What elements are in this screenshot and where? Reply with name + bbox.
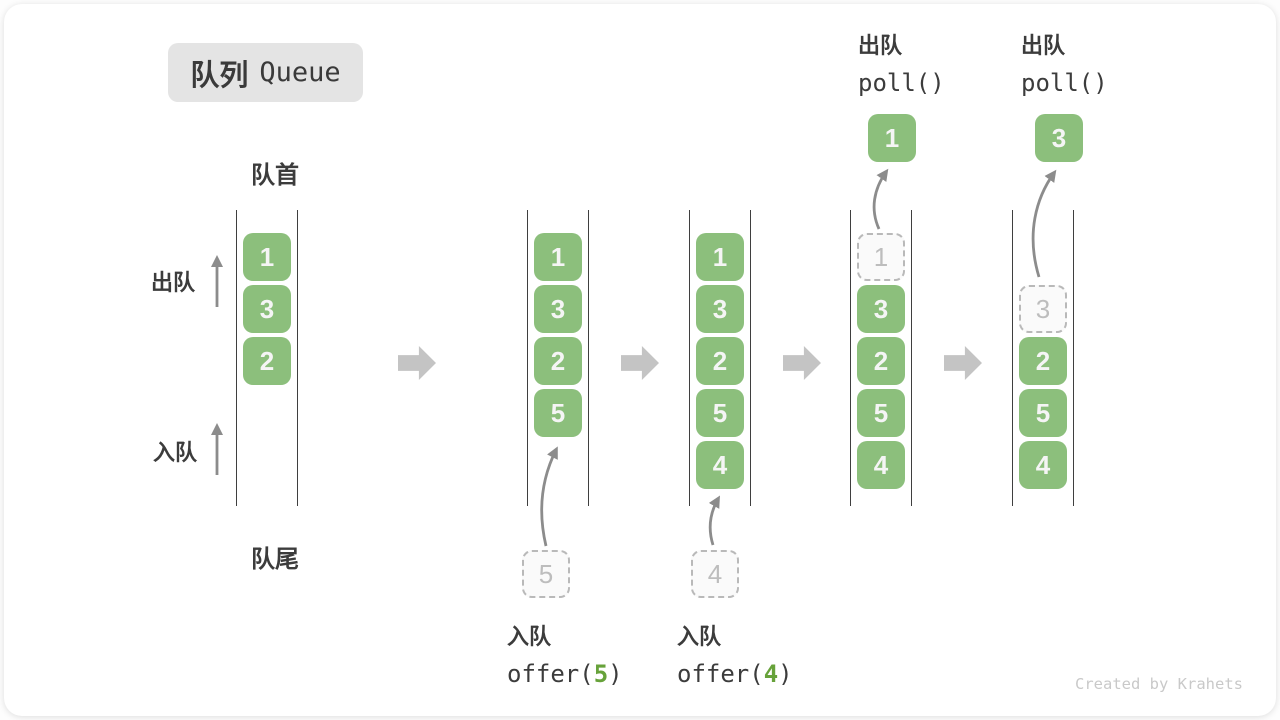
queue-item: 3 xyxy=(243,285,291,333)
queue-item: 1 xyxy=(243,233,291,281)
incoming-item: 4 xyxy=(691,550,739,598)
operation-code: offer(4) xyxy=(677,660,793,688)
incoming-item: 5 xyxy=(522,550,570,598)
title-badge: 队列 Queue xyxy=(168,43,363,102)
queue-item: 4 xyxy=(1019,441,1067,489)
queue-item: 1 xyxy=(696,233,744,281)
title-zh: 队列 xyxy=(190,59,249,92)
popped-item: 3 xyxy=(1035,114,1083,162)
operation-label: 出队 xyxy=(1021,33,1066,58)
code-arg: 4 xyxy=(763,660,779,688)
label-dequeue-side: 出队 xyxy=(151,270,196,295)
operation-code: poll() xyxy=(858,69,945,97)
code-text: offer( xyxy=(677,660,764,688)
queue-item: 1 xyxy=(534,233,582,281)
label-enqueue-side: 入队 xyxy=(153,440,198,465)
queue-item: 4 xyxy=(857,441,905,489)
queue-state-1: 1 3 2 xyxy=(236,210,298,506)
queue-item: 5 xyxy=(857,389,905,437)
queue-item: 5 xyxy=(1019,389,1067,437)
queue-item: 2 xyxy=(857,337,905,385)
queue-item: 5 xyxy=(534,389,582,437)
code-text: ) xyxy=(608,660,623,688)
operation-label: 出队 xyxy=(858,33,903,58)
code-text: ) xyxy=(778,660,793,688)
operation-code: poll() xyxy=(1021,69,1108,97)
removed-item: 1 xyxy=(857,233,905,281)
watermark: Created by Krahets xyxy=(1075,675,1243,693)
queue-item: 2 xyxy=(696,337,744,385)
queue-item: 3 xyxy=(696,285,744,333)
queue-item: 5 xyxy=(696,389,744,437)
code-arg: 5 xyxy=(593,660,609,688)
queue-item: 3 xyxy=(857,285,905,333)
label-queue-rear: 队尾 xyxy=(251,546,299,573)
queue-item: 3 xyxy=(534,285,582,333)
operation-label: 入队 xyxy=(677,624,722,649)
code-text: offer( xyxy=(507,660,594,688)
queue-state-4: 1 3 2 5 4 xyxy=(850,210,912,506)
operation-dequeue-3: 出队 poll() xyxy=(1021,28,1108,97)
operation-label: 入队 xyxy=(507,624,552,649)
removed-item: 3 xyxy=(1019,285,1067,333)
queue-item: 2 xyxy=(1019,337,1067,385)
queue-state-5: 3 2 5 4 xyxy=(1012,210,1074,506)
queue-item: 4 xyxy=(696,441,744,489)
queue-item: 2 xyxy=(243,337,291,385)
queue-state-3: 1 3 2 5 4 xyxy=(689,210,751,506)
operation-code: offer(5) xyxy=(507,660,623,688)
queue-state-2: 1 3 2 5 xyxy=(527,210,589,506)
popped-item: 1 xyxy=(868,114,916,162)
operation-dequeue-1: 出队 poll() xyxy=(858,28,945,97)
operation-enqueue-5: 入队 offer(5) xyxy=(507,619,623,688)
queue-item: 2 xyxy=(534,337,582,385)
operation-enqueue-4: 入队 offer(4) xyxy=(677,619,793,688)
title-en: Queue xyxy=(259,57,341,88)
label-queue-front: 队首 xyxy=(251,162,299,189)
